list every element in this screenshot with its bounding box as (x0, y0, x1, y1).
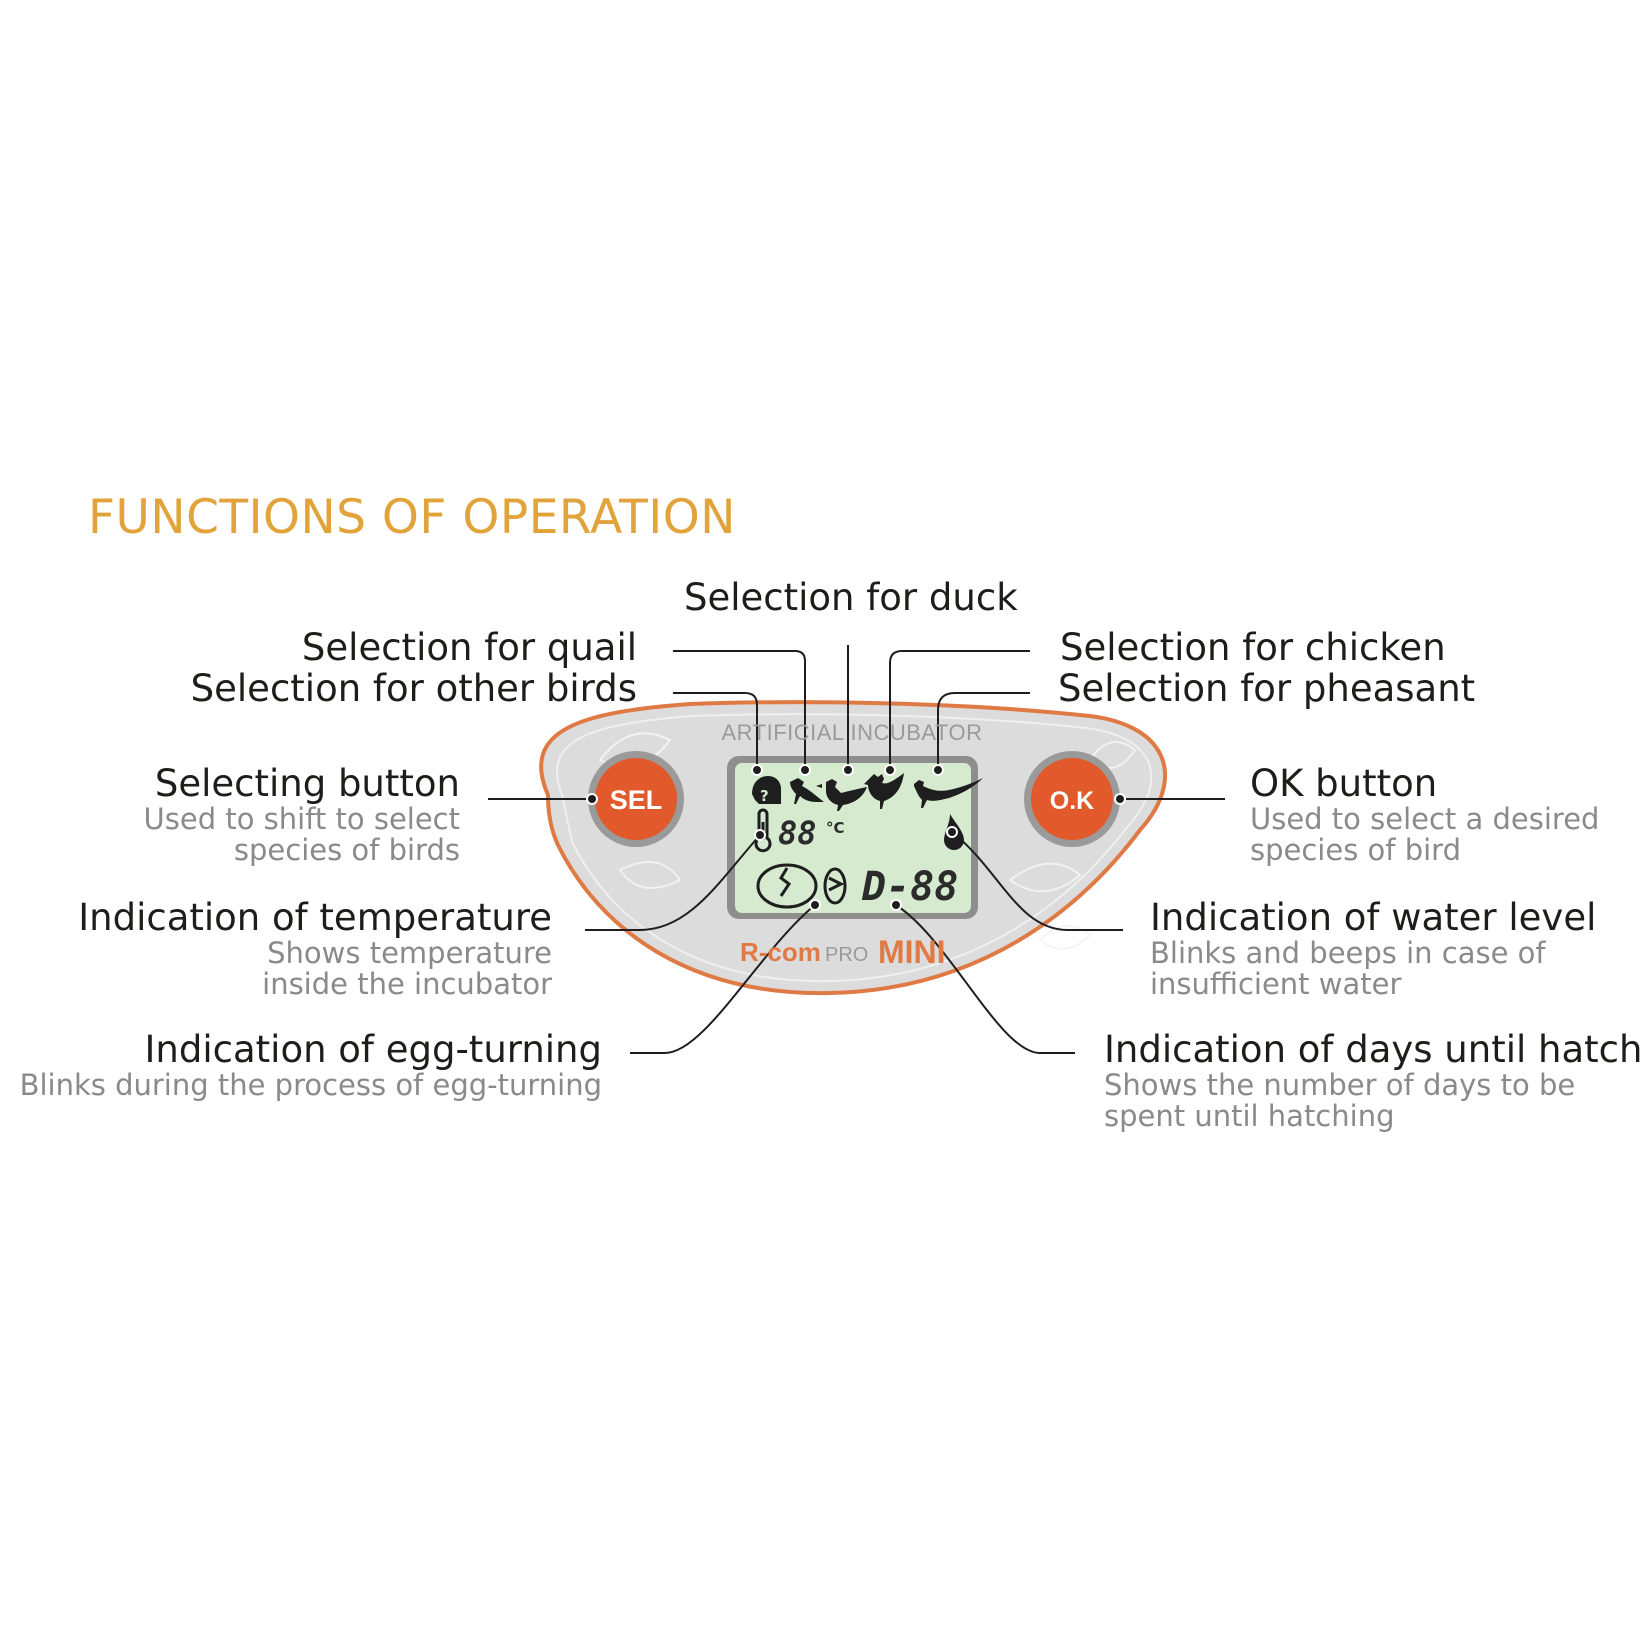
water-desc-2: insufficient water (1150, 967, 1402, 1001)
sel-button-desc-1: Used to shift to select (143, 802, 460, 836)
water-title: Indication of water level (1150, 896, 1597, 939)
svg-text:?: ? (760, 787, 769, 805)
egg-turning-callout: Indication of egg-turning Blinks during … (20, 1030, 602, 1101)
days-callout: Indication of days until hatch Shows the… (1104, 1030, 1642, 1132)
lcd-temperature: 88 (778, 814, 817, 852)
days-line (895, 904, 1075, 1054)
duck-icon (816, 779, 867, 811)
days-desc-2: spent until hatching (1104, 1099, 1395, 1133)
pheasant-icon (914, 778, 983, 808)
sel-button-face (595, 758, 677, 840)
ok-button-desc-1: Used to select a desired (1250, 802, 1600, 836)
temperature-desc-1: Shows temperature (267, 936, 552, 970)
lcd-screen (735, 763, 971, 913)
ok-button-label: O.K (1050, 787, 1094, 815)
label-duck: Selection for duck (684, 576, 1018, 619)
ok-button-face (1031, 758, 1113, 840)
pheasant-line (937, 692, 1030, 770)
ok-button-desc-2: species of bird (1250, 833, 1461, 867)
lcd-days: D-88 (861, 864, 958, 910)
callout-lines (488, 645, 1225, 1054)
quail-icon (790, 778, 824, 804)
leaf-pattern (598, 732, 1137, 950)
egg-icon (756, 863, 818, 909)
other-bird-icon: ? (752, 776, 781, 805)
brand-model: MINI (878, 934, 946, 970)
other-birds-line (673, 692, 758, 770)
days-desc-1: Shows the number of days to be (1104, 1068, 1576, 1102)
days-title: Indication of days until hatch (1104, 1028, 1643, 1071)
label-quail: Selection for quail (301, 626, 637, 669)
page-title: FUNCTIONS OF OPERATION (88, 490, 736, 545)
temperature-line (585, 834, 761, 931)
label-chicken: Selection for chicken (1060, 626, 1446, 669)
egg-turning-desc-1: Blinks during the process of egg-turning (19, 1068, 602, 1102)
water-line (951, 831, 1123, 931)
sel-button-title: Selecting button (154, 762, 460, 805)
egg-turning-title: Indication of egg-turning (144, 1028, 602, 1071)
water-desc-1: Blinks and beeps in case of (1150, 936, 1546, 970)
chicken-line (889, 650, 1030, 770)
brand-prefix: R-com (740, 937, 821, 967)
brand-pro: PRO (825, 944, 868, 966)
sel-button-callout: Selecting button Used to shift to select… (144, 764, 460, 866)
sel-button-label: SEL (610, 785, 663, 815)
label-pheasant: Selection for pheasant (1058, 667, 1476, 710)
chicken-icon (864, 773, 904, 809)
rotation-icon (823, 867, 847, 905)
callout-dots (586, 764, 1126, 911)
water-callout: Indication of water level Blinks and bee… (1150, 898, 1596, 1000)
panel-caption: ARTIFICIAL INCUBATOR (721, 720, 982, 745)
label-other-birds: Selection for other birds (190, 667, 637, 710)
ok-button-title: OK button (1250, 762, 1438, 805)
lcd-unit: °C (826, 819, 845, 837)
temperature-desc-2: inside the incubator (262, 967, 552, 1001)
ok-button-callout: OK button Used to select a desired speci… (1250, 764, 1599, 866)
temperature-callout: Indication of temperature Shows temperat… (78, 898, 552, 1000)
sel-button-desc-2: species of birds (233, 833, 460, 867)
quail-line (673, 650, 806, 770)
egg-turning-line (630, 904, 816, 1054)
temperature-title: Indication of temperature (78, 896, 552, 939)
